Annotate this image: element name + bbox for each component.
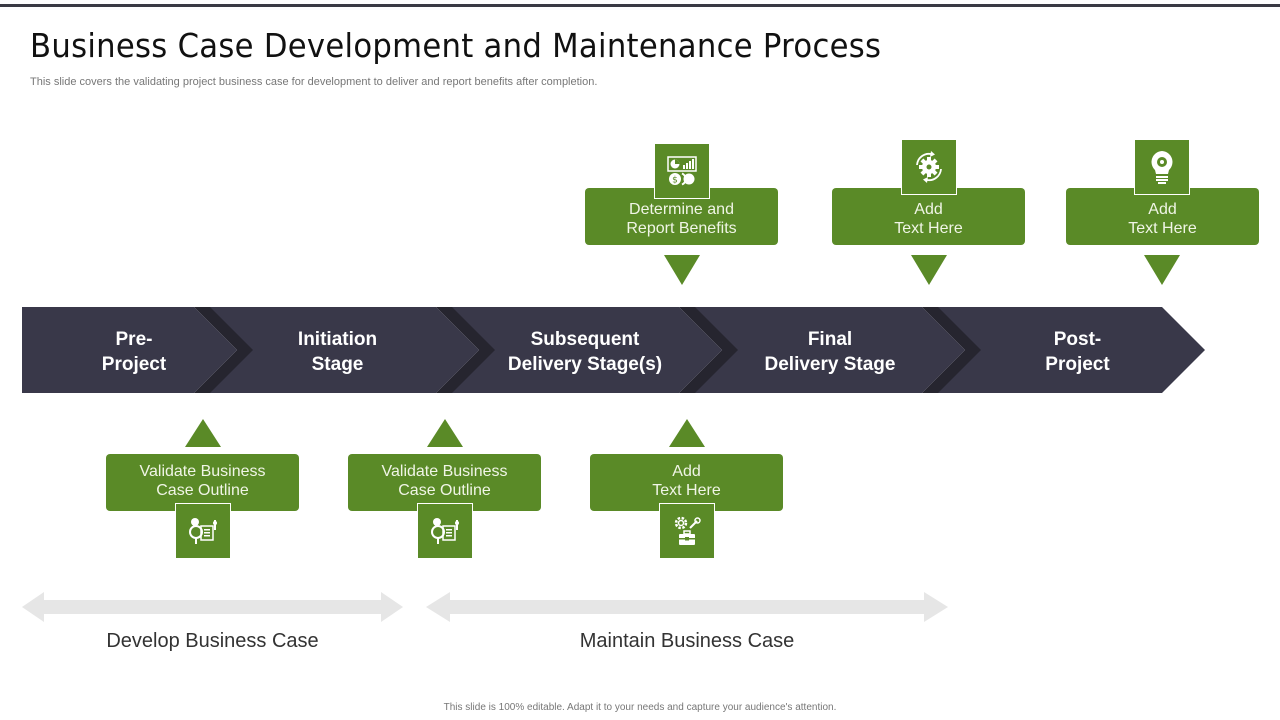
top-card-add-text-3: Add Text Here [1066, 188, 1259, 245]
top-border-bar [0, 4, 1280, 7]
stage-label-subsequent-delivery: Subsequent Delivery Stage(s) [507, 329, 663, 375]
stage-seam-3 [679, 307, 738, 393]
up-pointer-2 [427, 419, 463, 447]
stage-chevron-subsequent-delivery [449, 307, 722, 393]
up-pointer-3 [669, 419, 705, 447]
range-label-maintain: Maintain Business Case [579, 630, 795, 652]
range-arrow-develop [22, 592, 403, 622]
gear-wrench-toolbox-icon [659, 503, 715, 559]
stage-label-final-delivery: Final Delivery Stage [764, 329, 896, 375]
stage-seam-4 [922, 307, 981, 393]
benefits-chart-coins-icon: $ [654, 143, 710, 199]
page-subtitle: This slide covers the validating project… [30, 76, 598, 88]
stage-seam-2 [436, 307, 495, 393]
stage-label-post-project: Post- Project [1045, 329, 1110, 375]
lightbulb-gear-icon [1134, 139, 1190, 195]
down-pointer-2 [911, 255, 947, 285]
down-pointer-3 [1144, 255, 1180, 285]
up-pointer-1 [185, 419, 221, 447]
top-card-determine-benefits: Determine and Report Benefits [585, 188, 778, 245]
bottom-card-validate-2: Validate Business Case Outline [348, 454, 541, 511]
down-pointer-1 [664, 255, 700, 285]
stage-chevron-final-delivery [692, 307, 965, 393]
page-title: Business Case Development and Maintenanc… [30, 26, 882, 65]
stage-seam-1 [194, 307, 253, 393]
gear-cycle-icon [901, 139, 957, 195]
stage-chevron-pre-project [22, 307, 237, 393]
stage-chevron-post-project [935, 307, 1205, 393]
stage-chevron-initiation [207, 307, 479, 393]
stage-label-pre-project: Pre- Project [101, 329, 167, 375]
magnify-document-icon [175, 503, 231, 559]
bottom-card-add-text: Add Text Here [590, 454, 783, 511]
svg-text:$: $ [672, 176, 678, 186]
range-arrow-maintain [426, 592, 948, 622]
top-card-add-text-2: Add Text Here [832, 188, 1025, 245]
magnify-document-icon [417, 503, 473, 559]
stage-label-initiation: Initiation Stage [297, 329, 378, 375]
bottom-card-validate-1: Validate Business Case Outline [106, 454, 299, 511]
range-label-develop: Develop Business Case [106, 630, 319, 652]
footer-note: This slide is 100% editable. Adapt it to… [443, 702, 837, 713]
